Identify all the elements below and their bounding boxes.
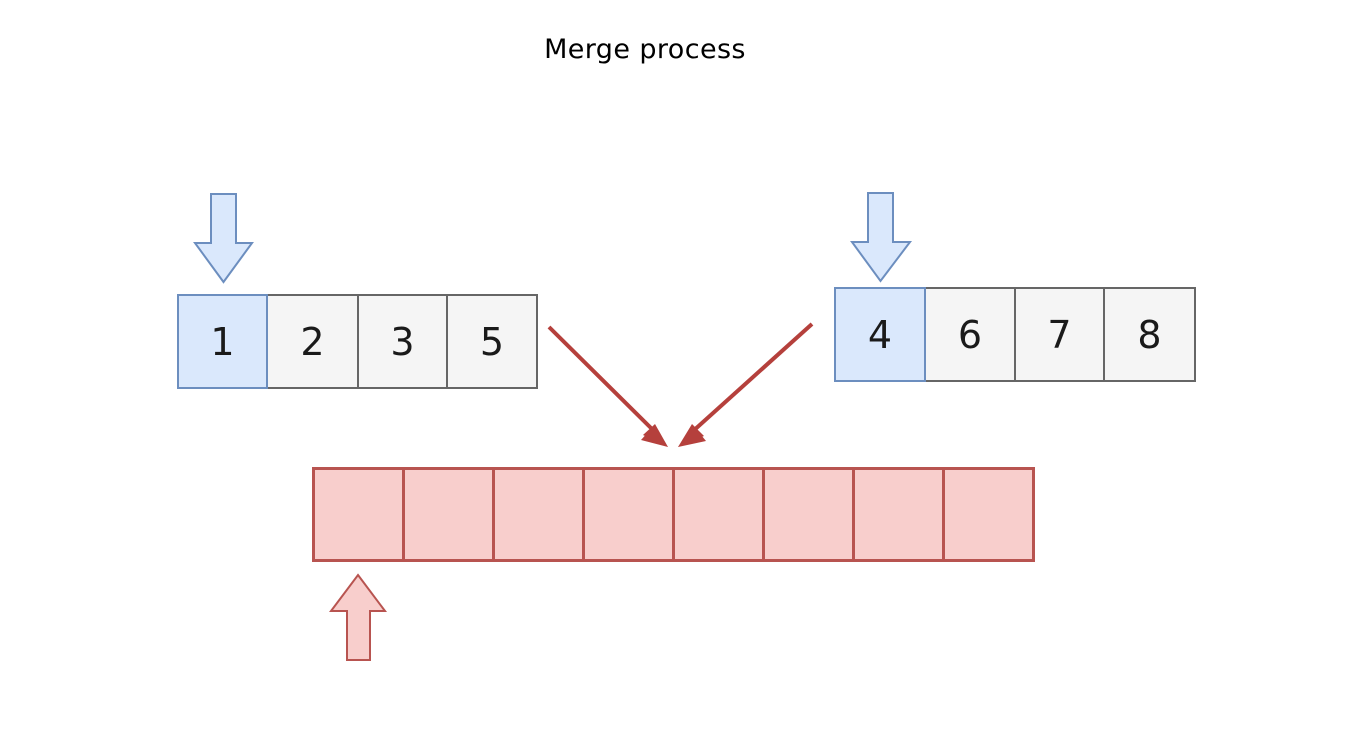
right-array: 4 6 7 8 [834, 287, 1199, 382]
left-array-cell-3[interactable]: 5 [446, 294, 538, 389]
right-pointer-down-arrow [850, 192, 913, 283]
left-array-cell-0[interactable]: 1 [177, 294, 268, 389]
page-title: Merge process [544, 34, 746, 65]
right-array-cell-2[interactable]: 7 [1014, 287, 1105, 382]
left-array: 1 2 3 5 [177, 294, 542, 389]
output-array-cell-3[interactable] [582, 467, 675, 562]
right-array-cell-3[interactable]: 8 [1103, 287, 1196, 382]
left-array-cell-1[interactable]: 2 [266, 294, 359, 389]
output-array [312, 467, 1037, 562]
right-to-output-connector [678, 322, 814, 447]
output-array-cell-1[interactable] [402, 467, 495, 562]
right-array-cell-0[interactable]: 4 [834, 287, 926, 382]
left-array-cell-2[interactable]: 3 [357, 294, 448, 389]
output-array-cell-7[interactable] [942, 467, 1035, 562]
left-to-output-connector [547, 325, 668, 447]
output-array-cell-4[interactable] [672, 467, 765, 562]
output-array-cell-6[interactable] [852, 467, 945, 562]
output-array-cell-0[interactable] [312, 467, 405, 562]
output-pointer-up-arrow [329, 573, 387, 661]
output-array-cell-2[interactable] [492, 467, 585, 562]
output-array-cell-5[interactable] [762, 467, 855, 562]
left-pointer-down-arrow [193, 193, 254, 284]
right-array-cell-1[interactable]: 6 [924, 287, 1016, 382]
